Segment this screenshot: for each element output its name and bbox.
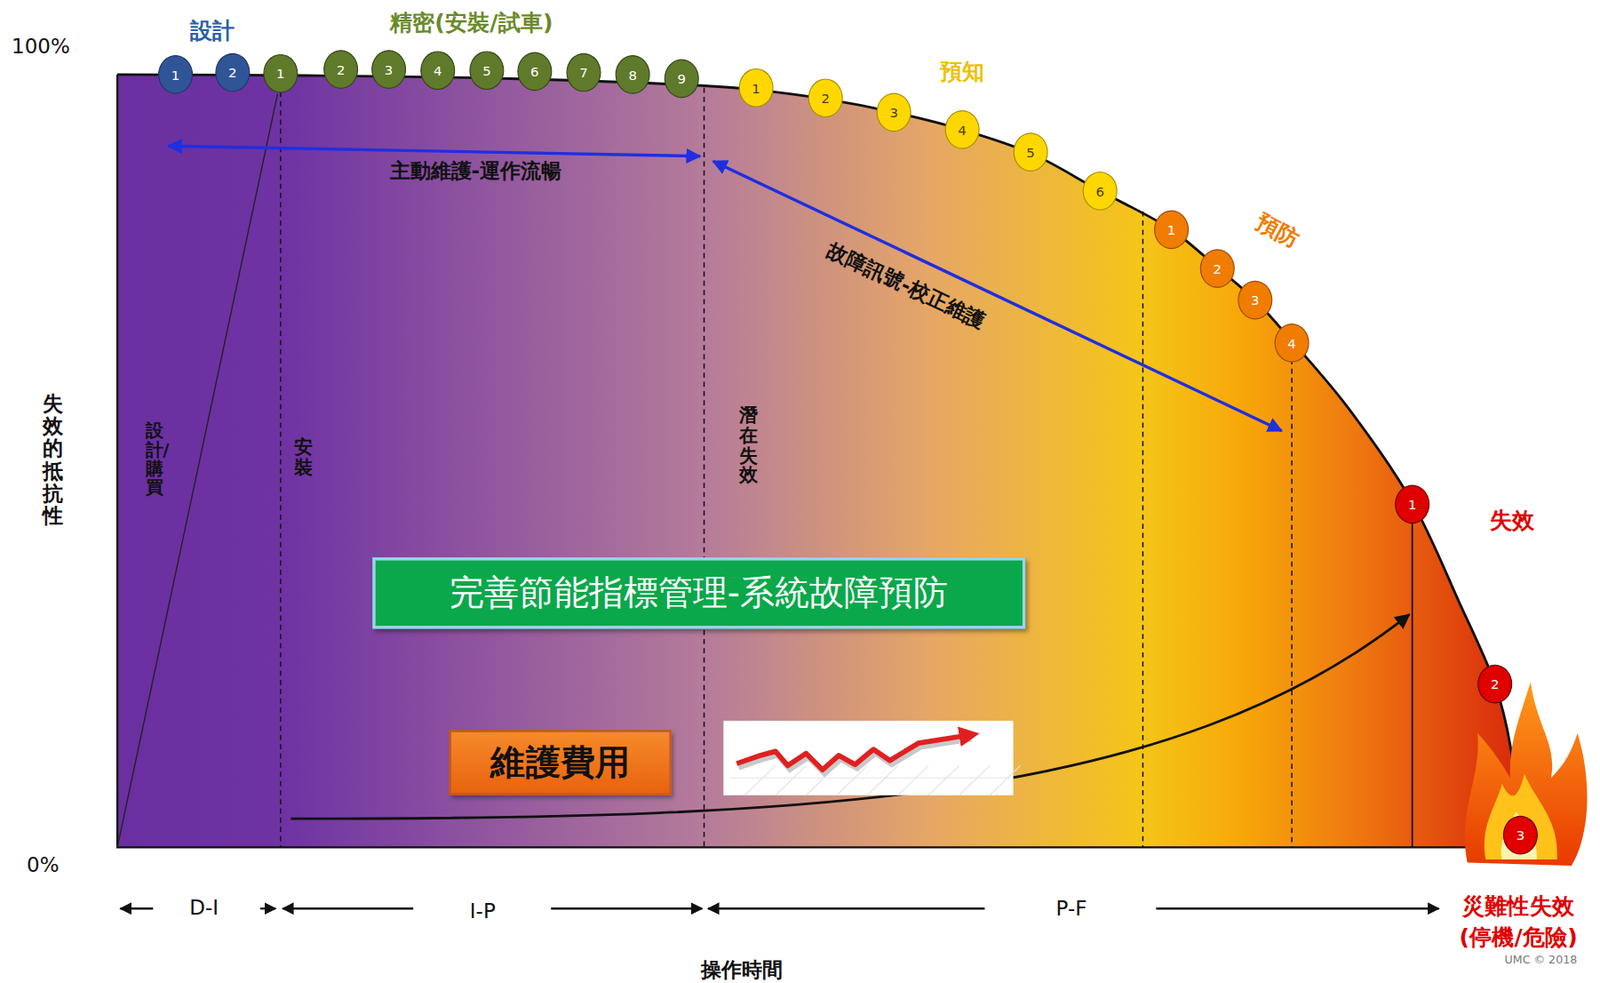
interval-arrow <box>1155 907 1439 909</box>
stage-circle: 5 <box>469 50 504 90</box>
pf-curve <box>117 74 1521 847</box>
copyright-note: UMC © 2018 <box>1504 954 1577 968</box>
stage-circle: 4 <box>420 50 455 90</box>
phase-divider <box>1290 358 1292 847</box>
stage-circle: 8 <box>615 55 651 95</box>
node-text: 2 <box>228 64 238 80</box>
node-text: 3 <box>1516 827 1526 843</box>
stage-circle: 4 <box>945 110 980 150</box>
stage-circle: 6 <box>517 52 552 92</box>
node-text: 5 <box>1026 144 1035 160</box>
stage-circle: 1 <box>262 54 298 94</box>
node-text: 1 <box>171 66 181 82</box>
group-heading: 設計 <box>190 17 236 44</box>
stage-circle: 1 <box>739 68 774 108</box>
phase-divider <box>279 91 281 847</box>
node-text: 1 <box>276 65 286 81</box>
resistance-area <box>117 74 1521 847</box>
interval-arrow <box>120 907 154 909</box>
node-text: 2 <box>1490 676 1500 692</box>
group-heading: 預防 <box>1251 208 1304 253</box>
cost-box: 維護費用 <box>448 729 671 796</box>
node-text: 1 <box>1167 222 1177 238</box>
node-text: 6 <box>1095 183 1105 199</box>
axis-frame <box>117 74 1521 847</box>
node-text: 維護費用 <box>490 739 629 787</box>
interval-arrow <box>708 907 985 909</box>
arrow-label: 故障訊號-校正維護 <box>823 238 989 334</box>
node-text: 5 <box>482 63 492 79</box>
axis-title: 失效的抵抗性 <box>42 391 64 527</box>
stage-circle: 2 <box>1477 664 1513 704</box>
node-text: 2 <box>1213 260 1223 276</box>
fire-icon <box>1464 681 1588 866</box>
stage-circle: 2 <box>323 49 359 89</box>
stage-circle: 3 <box>1503 815 1538 855</box>
failure-note: (停機/危險) <box>1458 923 1577 950</box>
interval-label: I-P <box>469 899 496 923</box>
stage-circle: 3 <box>876 93 912 133</box>
interval-label: D-I <box>189 895 219 919</box>
phase-divider <box>1142 211 1144 848</box>
stage-circle: 2 <box>808 78 844 118</box>
axis-tick: 100% <box>11 35 71 59</box>
node-text: 1 <box>1408 496 1417 512</box>
stage-circle: 4 <box>1274 323 1310 363</box>
stage-circle: 1 <box>1154 210 1189 250</box>
node-text: 3 <box>384 61 394 77</box>
node-text: 完善節能指標管理-系統故障預防 <box>449 569 948 617</box>
stage-circle: 3 <box>1237 280 1273 320</box>
stage-circle: 1 <box>158 55 193 95</box>
cost-curve <box>290 613 1409 819</box>
stage-circle: 6 <box>1082 171 1118 211</box>
node-text: 9 <box>677 71 687 87</box>
group-heading: 精密(安裝/試車) <box>390 9 554 36</box>
node-text: 3 <box>1250 292 1260 308</box>
interval-label: P-F <box>1056 896 1088 920</box>
node-text: 4 <box>433 63 443 79</box>
rising-chart-icon <box>723 720 1020 796</box>
phase-label: 安裝 <box>294 437 313 478</box>
stage-circle: 1 <box>1394 485 1430 525</box>
interval-arrow <box>282 907 414 909</box>
stage-circle: 5 <box>1013 132 1049 172</box>
phase-label: 潛在失效 <box>739 404 758 486</box>
goal-box: 完善節能指標管理-系統故障預防 <box>372 557 1026 629</box>
node-text: 6 <box>530 63 540 80</box>
phase-divider <box>703 87 705 848</box>
node-text: 4 <box>957 121 967 137</box>
stage-circle: 9 <box>664 59 700 99</box>
stage-circle: 2 <box>214 53 250 93</box>
axis-tick: 0% <box>26 853 59 877</box>
arrow-label: 主動維護-運作流暢 <box>390 159 562 184</box>
interval-arrow <box>550 907 702 909</box>
interval-arrow <box>260 907 276 909</box>
stage-circle: 2 <box>1200 248 1235 288</box>
node-text: 8 <box>628 66 637 82</box>
node-text: 7 <box>579 64 589 80</box>
node-text: 2 <box>336 61 346 77</box>
proactive-arrow <box>168 145 701 156</box>
node-text: 2 <box>820 90 830 106</box>
stage-circle: 3 <box>371 49 406 89</box>
failure-line <box>1411 522 1414 847</box>
axis-title: 操作時間 <box>700 957 783 981</box>
stage-circle: 7 <box>565 53 601 93</box>
phase-label: 設計/購買 <box>145 421 164 498</box>
group-heading: 失效 <box>1489 507 1536 534</box>
design-line <box>117 94 278 848</box>
node-text: 1 <box>751 79 761 96</box>
group-heading: 預知 <box>939 58 986 85</box>
failure-note: 災難性失效 <box>1462 892 1575 919</box>
node-text: 3 <box>889 104 899 120</box>
corrective-arrow <box>713 160 1282 430</box>
node-text: 4 <box>1287 334 1297 351</box>
